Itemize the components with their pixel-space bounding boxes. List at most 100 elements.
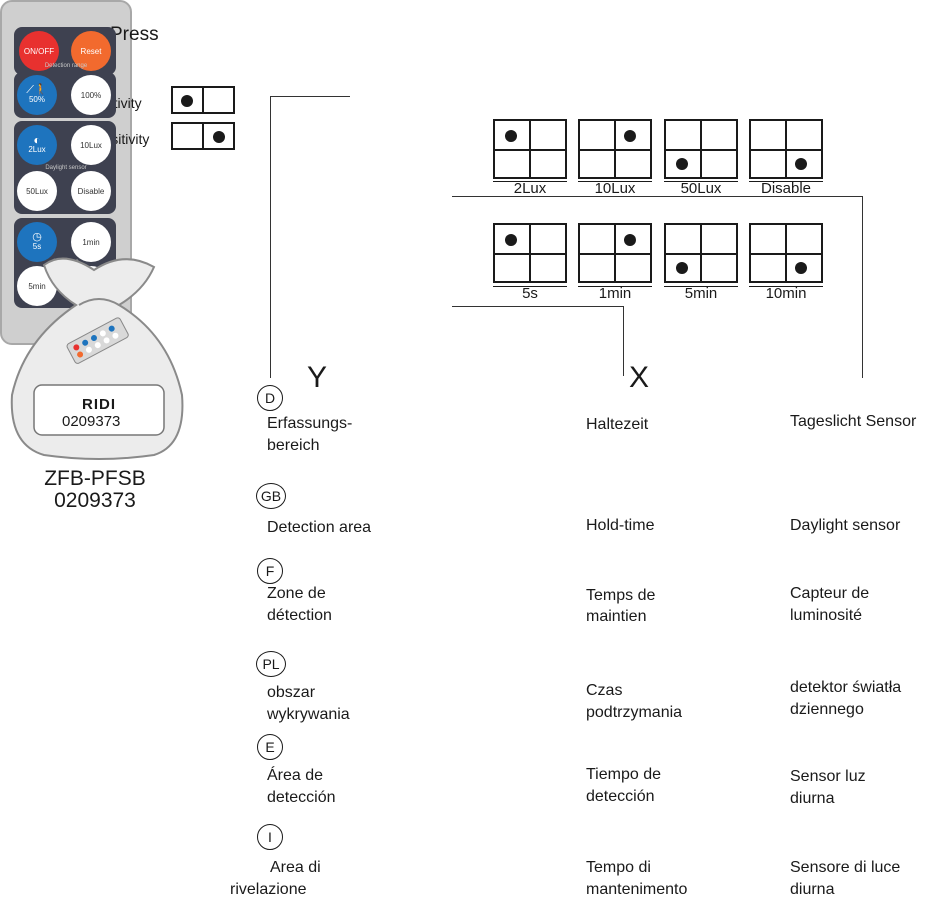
x-axis-label: X	[629, 361, 650, 394]
d-col2-line1: Haltezeit	[586, 416, 649, 433]
time-1min-button[interactable]: 1min	[71, 222, 111, 262]
switch-disable-label: Disable	[760, 180, 812, 197]
detection-panel: ⟋🚶 50% 100%	[14, 72, 116, 118]
switch-dot	[624, 234, 636, 246]
product-bag: RIDI 0209373	[4, 245, 192, 460]
lux-2-button[interactable]: ◐ 2Lux	[17, 125, 57, 165]
switch-dot	[676, 262, 688, 274]
i-col3-line2: diurna	[790, 881, 835, 898]
d-col1-line2: bereich	[267, 437, 320, 454]
model-code: 0209373	[54, 489, 136, 512]
f-col1-line2: détection	[267, 607, 332, 624]
i-col2-line1: Tempo di	[586, 859, 651, 876]
switch-2lux-label: 2Lux	[513, 180, 547, 197]
f-col1-line1: Zone de	[267, 585, 326, 602]
lang-code-f: F	[257, 558, 283, 584]
e-col3-line1: Sensor luz	[790, 768, 866, 785]
switch-2lux	[493, 119, 567, 179]
switch-dot	[795, 158, 807, 170]
f-col3-line2: luminosité	[790, 607, 863, 624]
pl-col2-line1: Czas	[586, 682, 623, 699]
sensitivity-100-switch	[171, 122, 235, 150]
lang-code-d: D	[257, 385, 283, 411]
y-axis-label: Y	[307, 361, 328, 394]
e-col2-line1: Tiempo de	[586, 766, 661, 783]
switch-10min	[749, 223, 823, 283]
brand-logo: RIDI	[82, 396, 116, 413]
detection-range-label: Detection range	[44, 63, 88, 69]
sensitivity-50-switch	[171, 86, 235, 114]
pl-col3-line1: detektor światła	[790, 679, 902, 696]
switch-50lux	[664, 119, 738, 179]
switch-10lux-label: 10Lux	[594, 180, 636, 197]
gb-col2-line1: Hold-time	[586, 517, 655, 534]
model-name: ZFB-PFSB	[44, 467, 146, 490]
pl-col3-line2: dziennego	[790, 701, 864, 718]
f-col2-line1: Temps de	[586, 587, 656, 604]
sensitivity-50-text: 50%	[28, 95, 45, 104]
switch-10lux	[578, 119, 652, 179]
switch-dot	[505, 234, 517, 246]
lang-code-i: I	[257, 824, 283, 850]
switch-5s-label: 5s	[522, 285, 538, 302]
gb-col3-line1: Daylight sensor	[790, 517, 901, 534]
y-connector-h	[270, 96, 350, 97]
lux-2-text: 2Lux	[28, 145, 46, 154]
switch-5s	[493, 223, 567, 283]
y-connector-v	[270, 96, 271, 378]
switch-dot	[213, 131, 225, 143]
clock-icon: ◷	[32, 231, 42, 243]
daylight-panel: ◐ 2Lux 10Lux Daylight sensor 50Lux Disab…	[14, 121, 116, 214]
i-col1-line1: Area di	[270, 859, 321, 876]
e-col2-line2: detección	[586, 788, 655, 805]
lux-50-button[interactable]: 50Lux	[17, 171, 57, 211]
switch-dot	[676, 158, 688, 170]
on-off-button[interactable]: ON/OFF	[19, 31, 59, 71]
switch-disable	[749, 119, 823, 179]
pl-col1-line2: wykrywania	[267, 706, 350, 723]
switch-50lux-label: 50Lux	[680, 180, 722, 197]
motion-sensor-icon: ⟋🚶	[26, 84, 48, 96]
daylight-connector-h	[452, 196, 863, 197]
time-connector-v	[623, 306, 624, 376]
pl-col1-line1: obszar	[267, 684, 316, 701]
switch-10min-label: 10min	[765, 285, 807, 302]
time-5s-button[interactable]: ◷ 5s	[17, 222, 57, 262]
d-col3-line1: Tageslicht Sensor	[790, 413, 917, 430]
disable-button[interactable]: Disable	[71, 171, 111, 211]
time-5s-text: 5s	[32, 242, 42, 251]
daylight-sensor-label: Daylight sensor	[45, 165, 87, 171]
time-connector-h	[452, 306, 624, 307]
switch-5min-label: 5min	[684, 285, 718, 302]
bag-code: 0209373	[62, 413, 121, 430]
d-col1-line1: Erfassungs-	[267, 415, 353, 432]
i-col3-line1: Sensore di luce	[790, 859, 901, 876]
switch-1min	[578, 223, 652, 283]
switch-dot	[624, 130, 636, 142]
i-col1-line2: rivelazione	[230, 881, 307, 898]
sensitivity-50-button[interactable]: ⟋🚶 50%	[17, 75, 57, 115]
f-col2-line2: maintien	[586, 608, 647, 625]
lang-code-gb: GB	[256, 483, 286, 509]
lang-code-pl: PL	[256, 651, 286, 677]
reset-button[interactable]: Reset	[71, 31, 111, 71]
switch-dot	[181, 95, 193, 107]
i-col2-line2: mantenimento	[586, 881, 688, 898]
press-label: Press	[110, 24, 159, 45]
switch-dot	[795, 262, 807, 274]
f-col3-line1: Capteur de	[790, 585, 870, 602]
sensitivity-100-button[interactable]: 100%	[71, 75, 111, 115]
switch-dot	[505, 130, 517, 142]
e-col1-line2: detección	[267, 789, 336, 806]
switch-1min-label: 1min	[598, 285, 632, 302]
switch-5min	[664, 223, 738, 283]
e-col1-line1: Área de	[267, 767, 324, 784]
e-col3-line2: diurna	[790, 790, 835, 807]
bag-icon	[10, 257, 184, 460]
power-panel: ON/OFF Reset	[14, 27, 116, 75]
daylight-connector-v	[862, 196, 863, 378]
pl-col2-line2: podtrzymania	[586, 704, 683, 721]
gb-col1-line1: Detection area	[267, 519, 372, 536]
lang-code-e: E	[257, 734, 283, 760]
lux-10-button[interactable]: 10Lux	[71, 125, 111, 165]
